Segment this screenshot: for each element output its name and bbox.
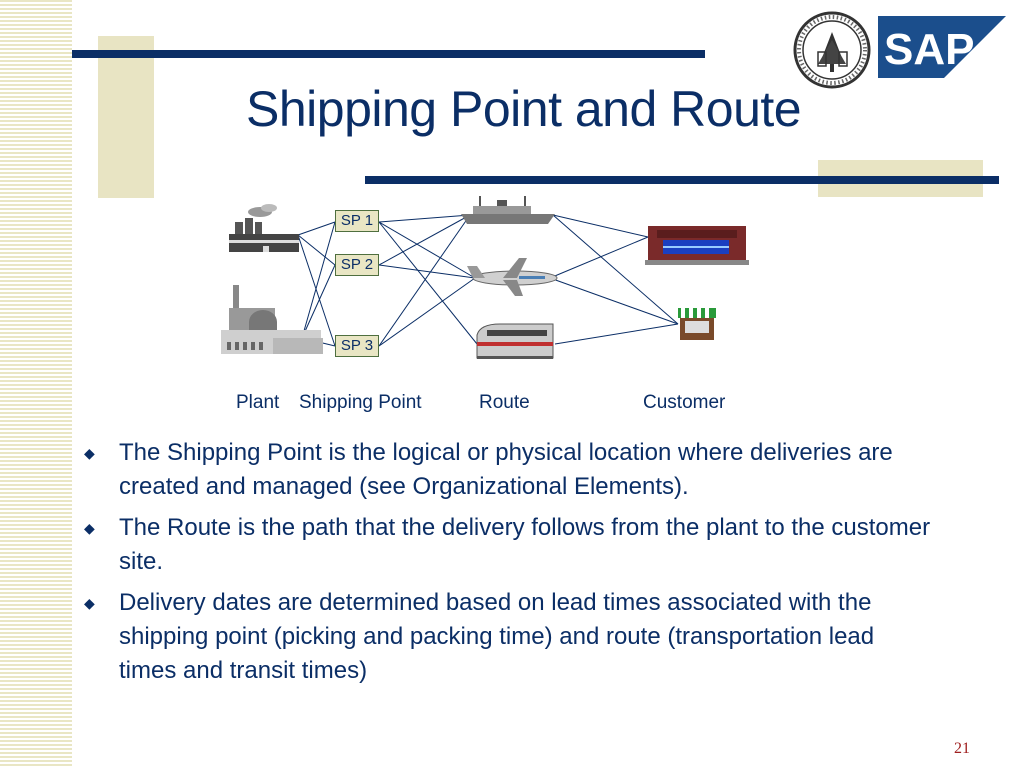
shipping-point-sp3: SP 3 <box>335 335 379 357</box>
factory-icon <box>229 204 299 252</box>
bullet-item: ◆ Delivery dates are determined based on… <box>84 586 934 688</box>
diamond-bullet-icon: ◆ <box>84 445 95 461</box>
top-left-beige-block <box>98 36 154 198</box>
bullet-item: ◆ The Route is the path that the deliver… <box>84 511 934 579</box>
bullet-list: ◆ The Shipping Point is the logical or p… <box>84 436 934 695</box>
shipping-point-sp1: SP 1 <box>335 210 379 232</box>
label-shipping-point: Shipping Point <box>299 392 422 413</box>
label-plant: Plant <box>236 392 280 413</box>
university-seal-icon <box>793 11 871 89</box>
page-number: 21 <box>954 740 970 757</box>
label-customer: Customer <box>643 392 726 413</box>
connection-lines <box>297 214 679 347</box>
top-accent-bar <box>72 50 705 58</box>
slide-title: Shipping Point and Route <box>246 81 802 137</box>
bullet-text: Delivery dates are determined based on l… <box>119 589 875 684</box>
power-plant-icon <box>221 285 323 354</box>
airplane-icon <box>467 258 558 296</box>
sap-logo-text: SAP <box>884 25 974 74</box>
bullet-text: The Shipping Point is the logical or phy… <box>119 439 893 500</box>
label-route: Route <box>479 392 530 413</box>
diamond-bullet-icon: ◆ <box>84 595 95 611</box>
diagram-graphics <box>221 196 749 359</box>
left-stripe-decoration <box>0 0 72 768</box>
shipping-point-sp2: SP 2 <box>335 254 379 276</box>
bullet-item: ◆ The Shipping Point is the logical or p… <box>84 436 934 504</box>
bottom-accent-bar <box>365 176 999 184</box>
ship-icon <box>461 196 555 224</box>
sap-logo: SAP <box>878 16 1006 78</box>
diamond-bullet-icon: ◆ <box>84 520 95 536</box>
shipping-route-diagram: SP 1 SP 2 SP 3 <box>215 190 775 365</box>
train-icon <box>476 323 554 359</box>
bullet-text: The Route is the path that the delivery … <box>119 514 931 575</box>
store-building-icon <box>645 226 749 265</box>
market-stall-icon <box>678 308 716 340</box>
